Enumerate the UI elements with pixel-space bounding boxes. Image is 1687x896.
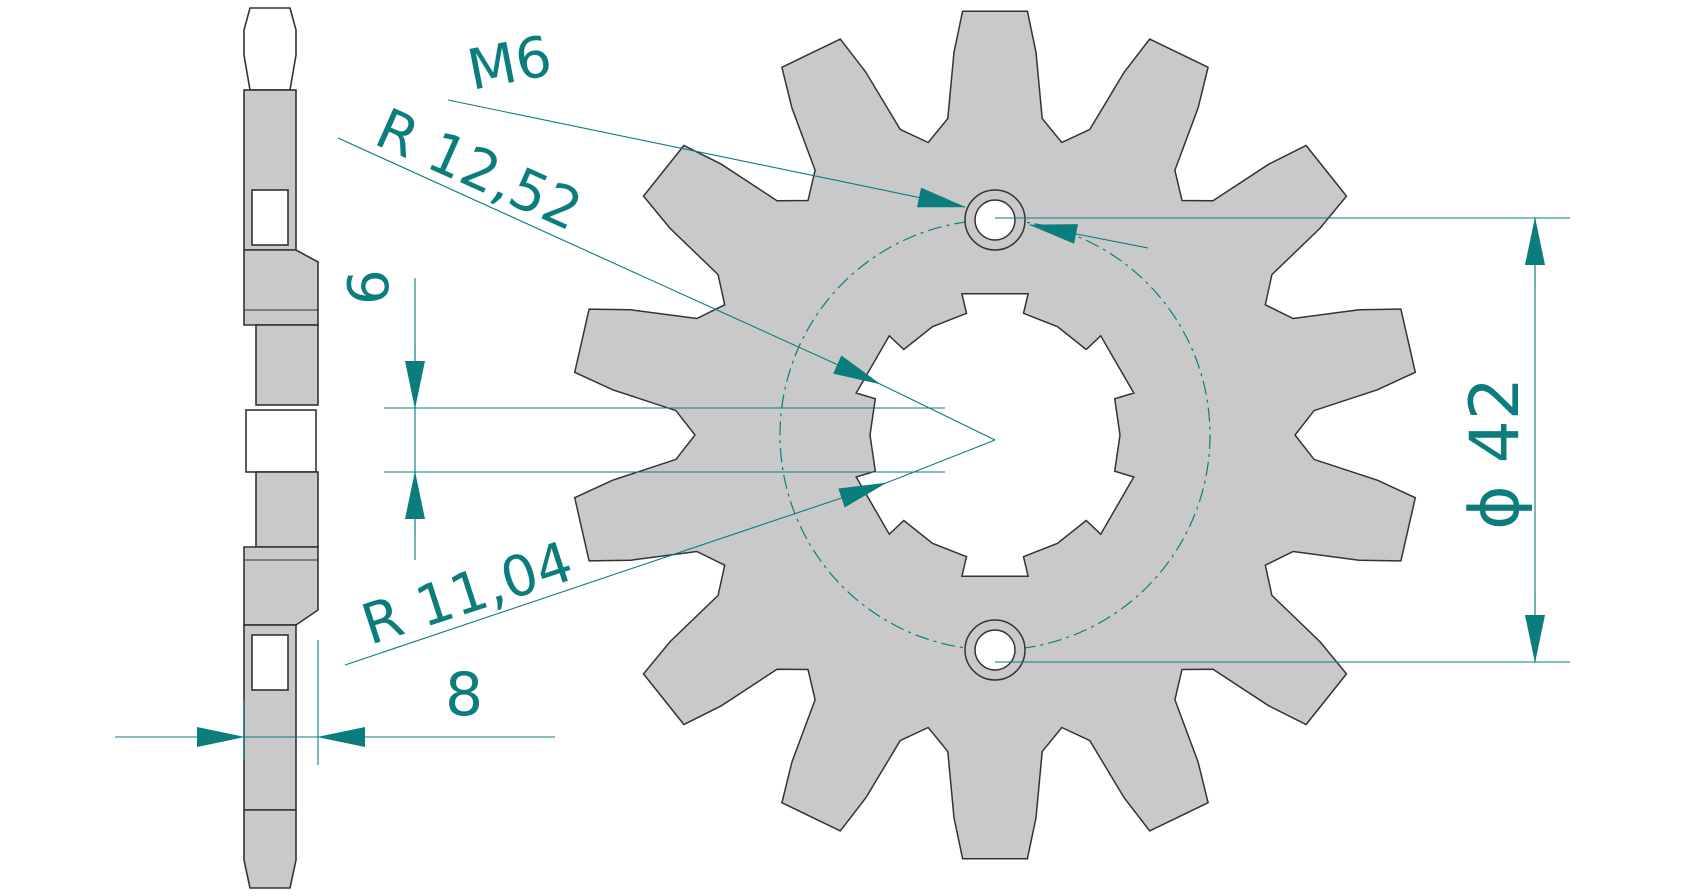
- bolt-circle-label: ϕ 42: [1456, 377, 1535, 530]
- r-inner-to-center: [885, 439, 996, 484]
- bolt-hole: [974, 629, 1016, 671]
- outer-radius-label: R 12,52: [366, 96, 591, 244]
- m6-leader-return: [1029, 224, 1149, 249]
- side-bottom-tooth: [243, 809, 297, 889]
- side-hub-center: [245, 409, 317, 473]
- inner-radius-label: R 11,04: [354, 529, 580, 658]
- side-upper-slot: [251, 189, 289, 246]
- side-lower-slot: [251, 634, 289, 691]
- sprocket-body: [573, 10, 1417, 860]
- side-hub-lower: [243, 546, 319, 626]
- side-profile-view: [243, 7, 319, 889]
- dimension-layer: [115, 99, 1570, 765]
- side-hub-mid-lower: [255, 471, 319, 548]
- bolt-holes: [964, 189, 1026, 681]
- bolt-thread-label: M6: [462, 24, 557, 104]
- side-top-tooth: [243, 7, 297, 91]
- r-outer-to-center: [879, 383, 996, 441]
- thickness-label: 8: [445, 660, 483, 730]
- bolt-hole: [974, 199, 1016, 241]
- r-outer-leader-line: [337, 137, 881, 385]
- sprocket-front-view: [573, 10, 1417, 860]
- r-inner-leader-line: [344, 482, 887, 666]
- side-hub-mid: [255, 324, 319, 406]
- m6-leader-line: [447, 99, 966, 208]
- side-hub-upper: [243, 249, 319, 326]
- spline-width-label: 6: [337, 269, 402, 305]
